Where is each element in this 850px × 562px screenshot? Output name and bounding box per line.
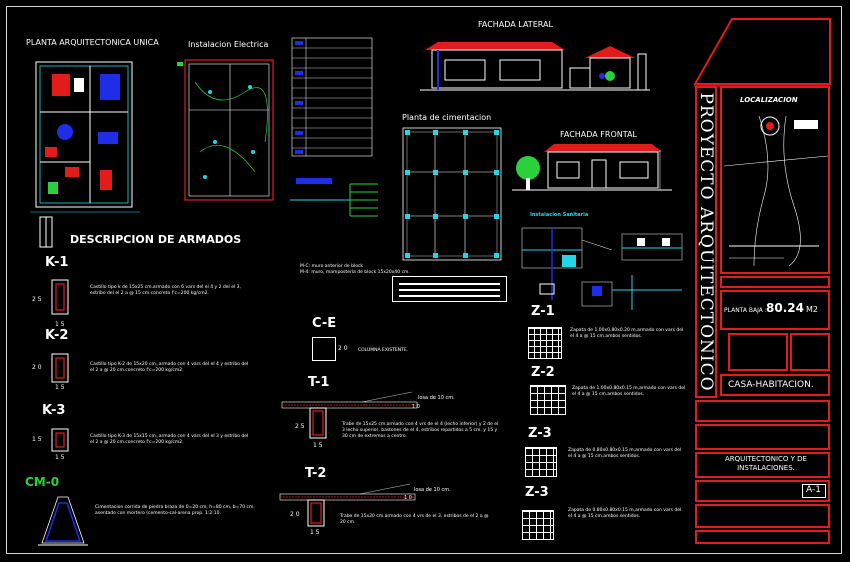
t2-section — [279, 483, 416, 527]
k3-label: K-3 — [42, 403, 66, 418]
electrical-title: Instalacion Electrica — [188, 40, 269, 49]
t1-dim-w: 1 5 — [313, 442, 323, 449]
t2-span: losa de 10 cm. — [414, 487, 451, 493]
wall-notes: M-C: muro anterior de block M-4: muro, m… — [300, 264, 410, 275]
wiring-diagram — [290, 178, 378, 217]
ce-description: COLUMNA EXISTENTE. — [358, 348, 409, 353]
z2-grid — [530, 385, 566, 415]
area-label: PLANTA BAJA : — [724, 307, 767, 314]
location-map — [723, 115, 829, 267]
ce-label: C-E — [312, 316, 337, 331]
blank-row-2 — [695, 424, 830, 450]
z2-label: Z-2 — [531, 365, 555, 380]
sheet-box — [695, 480, 830, 502]
k2-dim-w: 1 5 — [55, 384, 65, 391]
sheet-number: A-1 — [806, 485, 821, 495]
k2-dim-h: 2 0 — [32, 364, 42, 371]
k3-description: Castillo tipo K-3 de 15x15 cm.,armado co… — [90, 434, 249, 445]
foundation-notes-box — [392, 276, 507, 302]
t1-span: losa de 10 cm. — [418, 395, 455, 401]
t2-description: Trabe de 15x20 cm.armado con 4 vrs de el… — [340, 514, 489, 525]
t2-label: T-2 — [305, 466, 327, 481]
z3a-description: Zapata de 0.80x0.80x0.15 m,armado con va… — [568, 448, 682, 459]
location-title: LOCALIZACION — [740, 96, 798, 104]
project-vertical-title: PROYECTO ARQUITECTONICO — [696, 92, 716, 392]
electrical-legend-table — [291, 37, 373, 157]
cm0-label: CM-0 — [25, 475, 60, 489]
blank-box-left — [728, 333, 788, 371]
front-facade-drawing — [512, 144, 672, 191]
k1-section — [51, 279, 69, 315]
k1-dim-w: 1 5 — [55, 321, 65, 328]
k1-label: K-1 — [45, 255, 69, 270]
front-facade-title: FACHADA FRONTAL — [560, 130, 637, 139]
plan-name-box — [695, 452, 830, 478]
z1-label: Z-1 — [531, 304, 555, 319]
foundation-plan-drawing — [402, 127, 502, 261]
t1-section — [281, 391, 418, 439]
k3-dim-h: 1 5 — [32, 436, 42, 443]
foundation-plan-title: Planta de cimentacion — [402, 113, 492, 122]
side-facade-title: FACHADA LATERAL — [478, 20, 553, 29]
location-box — [720, 86, 830, 274]
side-facade-drawing — [420, 42, 650, 91]
ce-dim: 2 0 — [338, 345, 348, 352]
z3b-grid — [522, 510, 554, 540]
z1-grid — [528, 327, 562, 359]
t2-dim-h: 2 0 — [290, 511, 300, 518]
z3b-description: Zapata de 0.80x0.80x0.15 m,armado con va… — [568, 508, 682, 519]
electrical-plan-drawing — [177, 59, 274, 201]
t1-label: T-1 — [308, 375, 330, 390]
k2-label: K-2 — [45, 328, 69, 343]
drawing-sheet-border — [6, 6, 842, 554]
area-value: 80.24 — [766, 301, 804, 315]
building-type: CASA-HABITACION. — [728, 380, 814, 390]
k1-dim-h: 2 5 — [32, 296, 42, 303]
area-unit: M2 — [806, 305, 818, 314]
k2-section — [51, 353, 69, 383]
floor-plan-drawing — [30, 61, 140, 248]
t2-dim-w: 1 5 — [310, 529, 320, 536]
z1-description: Zapata de 1.00x0.80x0.20 m,armado con va… — [570, 328, 684, 339]
blank-row-1 — [695, 400, 830, 422]
project-strip — [695, 86, 717, 398]
sanitary-installation-drawing — [521, 227, 683, 310]
description-title: DESCRIPCION DE ARMADOS — [70, 233, 242, 246]
sheet-number-frame — [802, 484, 826, 498]
type-box — [720, 374, 830, 396]
t1-dim-top: 1 0 — [412, 404, 420, 410]
k1-description: Castillo tipo k de 15x25 cm.armado con 6… — [90, 285, 241, 296]
z3a-grid — [525, 447, 557, 477]
thin-box-1 — [720, 276, 830, 288]
cm0-section — [38, 496, 88, 546]
k3-section — [51, 428, 69, 452]
ce-section — [312, 337, 336, 361]
area-box — [720, 290, 830, 330]
blank-row-3 — [695, 504, 830, 528]
t1-dim-h: 2 5 — [295, 423, 305, 430]
blank-box-right — [790, 333, 830, 371]
z3a-label: Z-3 — [528, 426, 552, 441]
plan-name: ARQUITECTONICO Y DE INSTALACIONES. — [725, 455, 807, 472]
k2-description: Castillo tipo K-2 de 15x20 cm.,armado co… — [90, 362, 249, 373]
blank-row-4 — [695, 530, 830, 544]
sanitary-title: Instalacion Sanitaria — [530, 212, 589, 218]
k3-dim-w: 1 5 — [55, 454, 65, 461]
t1-description: Trabe de 15x25 cm.armado con 4 vrs de el… — [342, 422, 499, 439]
cm0-description: Cimentacion corrida de piedra braza de 0… — [95, 505, 255, 516]
z2-description: Zapata de 1.00x0.80x0.15 m,armado con va… — [572, 386, 686, 397]
floor-plan-title: PLANTA ARQUITECTONICA UNICA — [26, 38, 159, 47]
z3b-label: Z-3 — [525, 485, 549, 500]
t2-dim-top: 1 0 — [404, 495, 412, 501]
